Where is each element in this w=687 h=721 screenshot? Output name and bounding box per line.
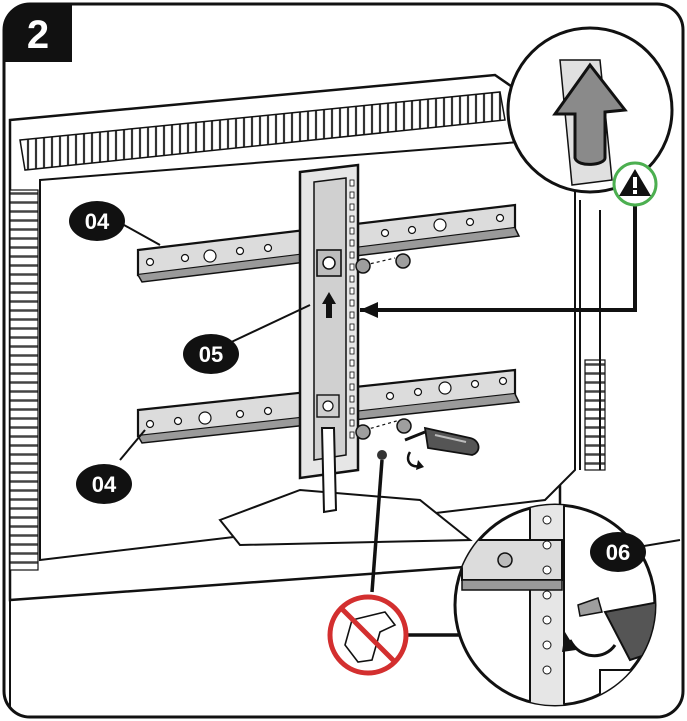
leader-lines [114,205,637,637]
screwdriver-icon [404,426,480,470]
vertical-plate [298,163,360,514]
step-number: 2 [27,13,49,57]
callout-vertical-plate: 05 [183,334,239,374]
top-bracket-holes [145,213,505,267]
callout-top-bracket: 04 [69,201,125,241]
bottom-screws [355,418,412,440]
plate-slot-holes [349,179,355,439]
up-arrow-icon [322,292,336,318]
top-screws [355,253,411,274]
no-drill-icon [327,594,409,676]
bottom-bracket-holes [145,376,508,429]
warning-triangle-icon [612,161,658,207]
callout-top-bracket-label: 04 [85,209,110,234]
callout-screw-detail-label: 06 [606,540,630,565]
callout-vertical-plate-label: 05 [199,342,223,367]
callout-screw-detail: 06 [590,532,646,572]
callout-bottom-bracket-label: 04 [92,472,117,497]
arrow-zoom-detail [506,26,674,194]
step-badge: 2 [4,4,72,62]
drill-hole [370,450,387,593]
callout-bottom-bracket: 04 [76,464,132,504]
large-up-arrow-icon [552,62,628,166]
